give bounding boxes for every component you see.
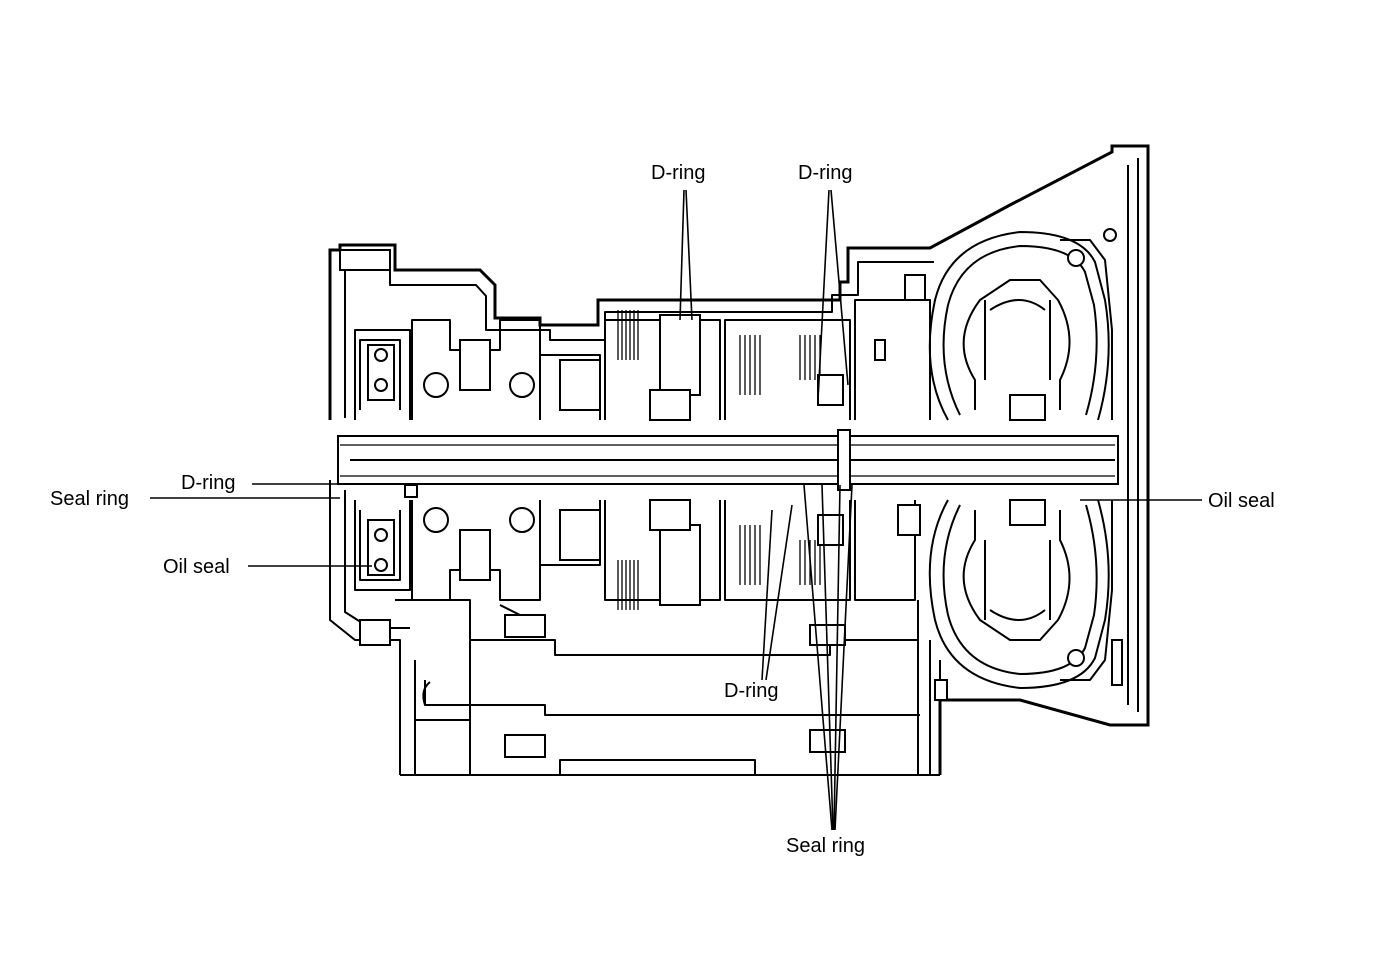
label-oil-seal-right: Oil seal bbox=[1208, 490, 1275, 512]
label-oil-seal-left: Oil seal bbox=[163, 556, 230, 578]
clutch-plates-bottom-2 bbox=[739, 525, 821, 585]
label-d-ring-bottom: D-ring bbox=[724, 680, 779, 702]
label-seal-ring-left: Seal ring bbox=[50, 488, 129, 510]
label-d-ring-top-left: D-ring bbox=[651, 162, 706, 184]
leader-d-ring-top-left-2 bbox=[685, 189, 693, 321]
clutch-packs bbox=[604, 274, 1046, 610]
leader-seal-ring-bottom-4 bbox=[834, 484, 853, 831]
lower-gear-train bbox=[395, 599, 948, 776]
leader-lines bbox=[150, 189, 1202, 831]
label-seal-ring-bottom: Seal ring bbox=[786, 835, 865, 857]
front-gear-set bbox=[411, 319, 601, 601]
clutch-plates-top-1 bbox=[617, 310, 639, 360]
clutch-plates-top-2 bbox=[739, 335, 821, 395]
leader-d-ring-top-left-1 bbox=[679, 189, 685, 321]
main-shaft bbox=[337, 429, 1119, 491]
left-end-assembly bbox=[339, 249, 418, 646]
leader-d-ring-bottom-1 bbox=[761, 509, 773, 681]
leader-d-ring-top-right-2 bbox=[830, 189, 849, 386]
leader-d-ring-bottom-2 bbox=[765, 504, 793, 681]
leader-seal-ring-bottom-1 bbox=[803, 484, 833, 831]
leader-seal-ring-bottom-2 bbox=[821, 484, 834, 831]
leader-d-ring-top-right-1 bbox=[817, 189, 830, 401]
clutch-plates-bottom-1 bbox=[617, 560, 639, 610]
label-d-ring-left: D-ring bbox=[181, 472, 236, 494]
leader-seal-ring-bottom-3 bbox=[833, 484, 841, 831]
label-d-ring-top-right: D-ring bbox=[798, 162, 853, 184]
